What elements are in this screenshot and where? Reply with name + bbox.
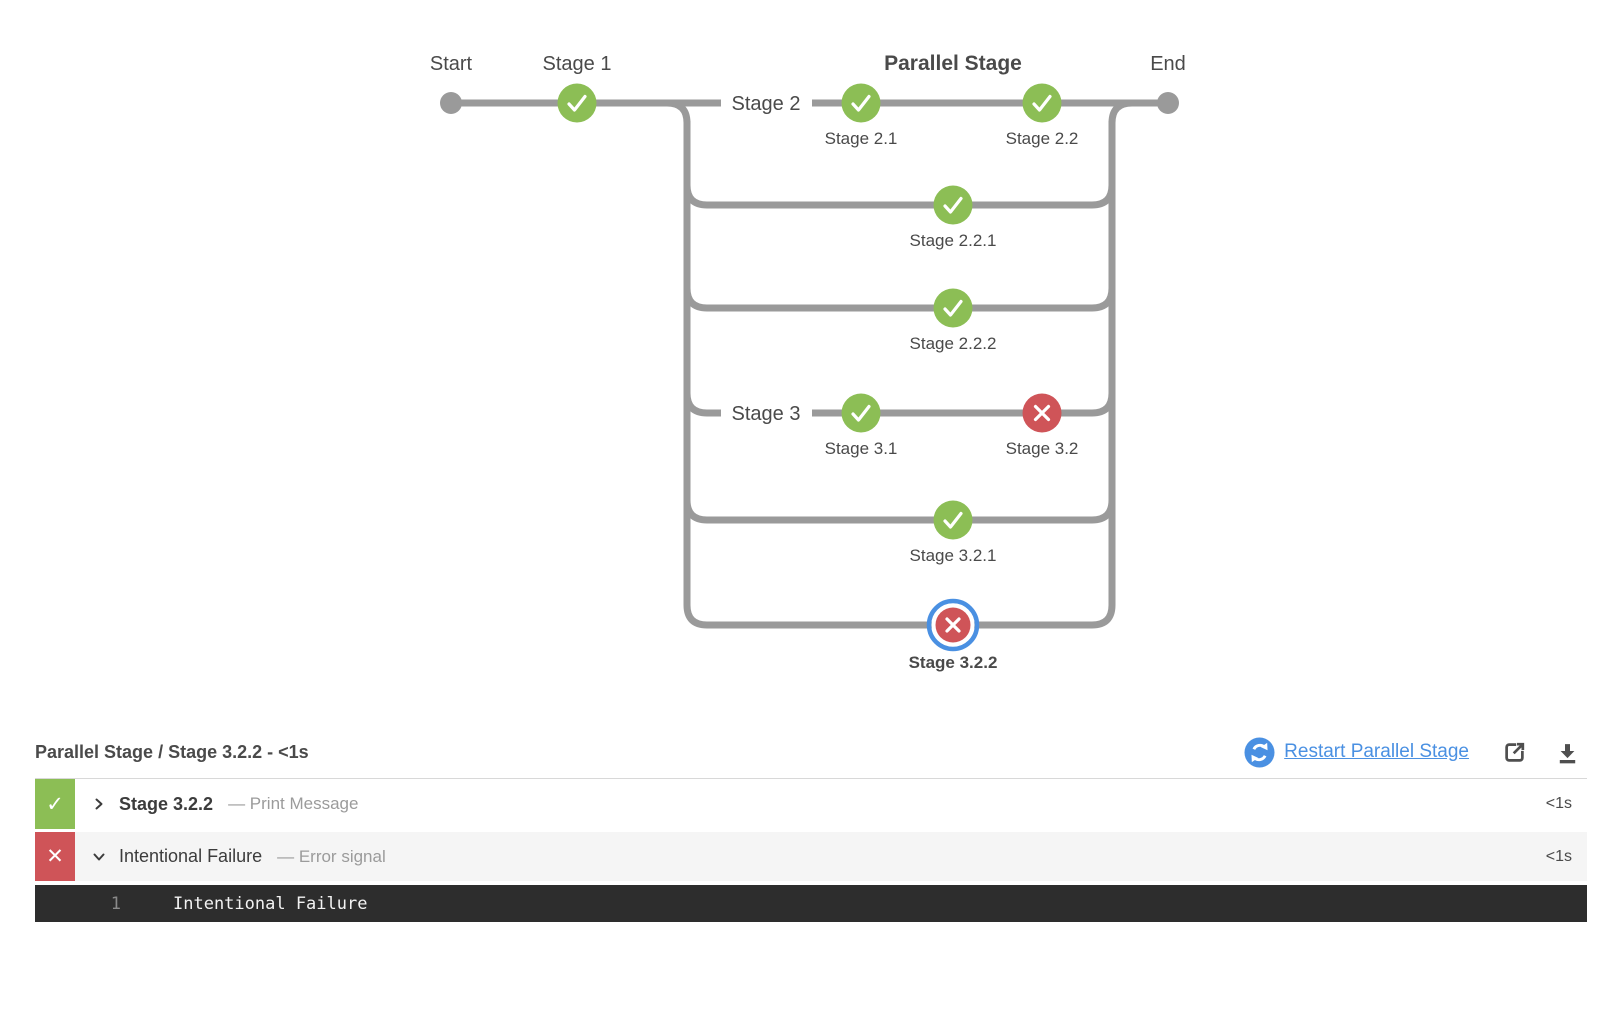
steps-list: ✓ Stage 3.2.2 — Print Message <1s ✕ Inte… [35, 778, 1587, 922]
start-node [440, 92, 462, 114]
open-external-icon[interactable] [1501, 739, 1528, 766]
pipeline-node-stage-3-2[interactable] [1022, 393, 1062, 433]
step-title: Stage 3.2.2 [119, 793, 214, 814]
console-line-text: Intentional Failure [173, 893, 368, 914]
node-label-stage-2-2: Stage 2.2 [1006, 129, 1079, 148]
step-status-failure-block: ✕ [35, 832, 75, 881]
pipeline-node-stage-2-2[interactable] [1022, 83, 1062, 123]
log-header: Parallel Stage / Stage 3.2.2 - <1s Resta… [35, 732, 1580, 772]
check-icon: ✓ [46, 792, 64, 816]
step-row-intentional-failure[interactable]: ✕ Intentional Failure — Error signal <1s [35, 829, 1587, 881]
parallel-stage-heading: Parallel Stage [884, 52, 1022, 75]
console-log-line: 1 Intentional Failure [35, 885, 1587, 922]
step-description: — Error signal [277, 846, 386, 866]
header-controls: Restart Parallel Stage [1244, 736, 1580, 768]
pipeline-node-stage-2-1[interactable] [841, 83, 881, 123]
stage-1-label: Stage 1 [543, 53, 612, 75]
restart-icon[interactable] [1244, 736, 1275, 768]
x-icon: ✕ [46, 845, 64, 868]
breadcrumb: Parallel Stage / Stage 3.2.2 - <1s [35, 741, 309, 762]
step-title: Intentional Failure [119, 846, 263, 866]
step-duration: <1s [1545, 795, 1572, 812]
end-node [1157, 92, 1179, 114]
node-label-stage-2-1: Stage 2.1 [825, 129, 898, 148]
chevron-right-icon[interactable] [92, 797, 106, 811]
step-row-stage-3-2-2[interactable]: ✓ Stage 3.2.2 — Print Message <1s [35, 779, 1587, 829]
node-label-stage-2-2-1: Stage 2.2.1 [910, 231, 997, 250]
pipeline-node-stage-3-1[interactable] [841, 393, 881, 433]
pipeline-node-stage-3-2-1[interactable] [933, 500, 973, 540]
pipeline-node-stage-3-2-2[interactable] [926, 598, 980, 652]
pipeline-node-stage-2-2-2[interactable] [933, 288, 973, 328]
download-icon[interactable] [1555, 740, 1580, 765]
step-duration: <1s [1545, 847, 1572, 865]
step-description: — Print Message [228, 794, 359, 813]
branch-label-stage-2: Stage 2 [732, 93, 801, 115]
chevron-down-icon[interactable] [92, 850, 106, 864]
restart-parallel-stage-link[interactable]: Restart Parallel Stage [1284, 741, 1469, 762]
step-status-success-block: ✓ [35, 779, 75, 829]
node-label-stage-3-2: Stage 3.2 [1006, 439, 1079, 458]
pipeline-node-stage-2-2-1[interactable] [933, 185, 973, 225]
end-label: End [1150, 53, 1186, 75]
pipeline-node-stage-1[interactable] [557, 83, 597, 123]
branch-label-stage-3: Stage 3 [732, 403, 801, 425]
node-label-stage-3-1: Stage 3.1 [825, 439, 898, 458]
node-label-stage-3-2-1: Stage 3.2.1 [910, 546, 997, 565]
node-label-stage-3-2-2: Stage 3.2.2 [909, 653, 998, 672]
start-label: Start [430, 53, 473, 75]
node-label-stage-2-2-2: Stage 2.2.2 [910, 334, 997, 353]
console-line-number: 1 [110, 893, 121, 914]
